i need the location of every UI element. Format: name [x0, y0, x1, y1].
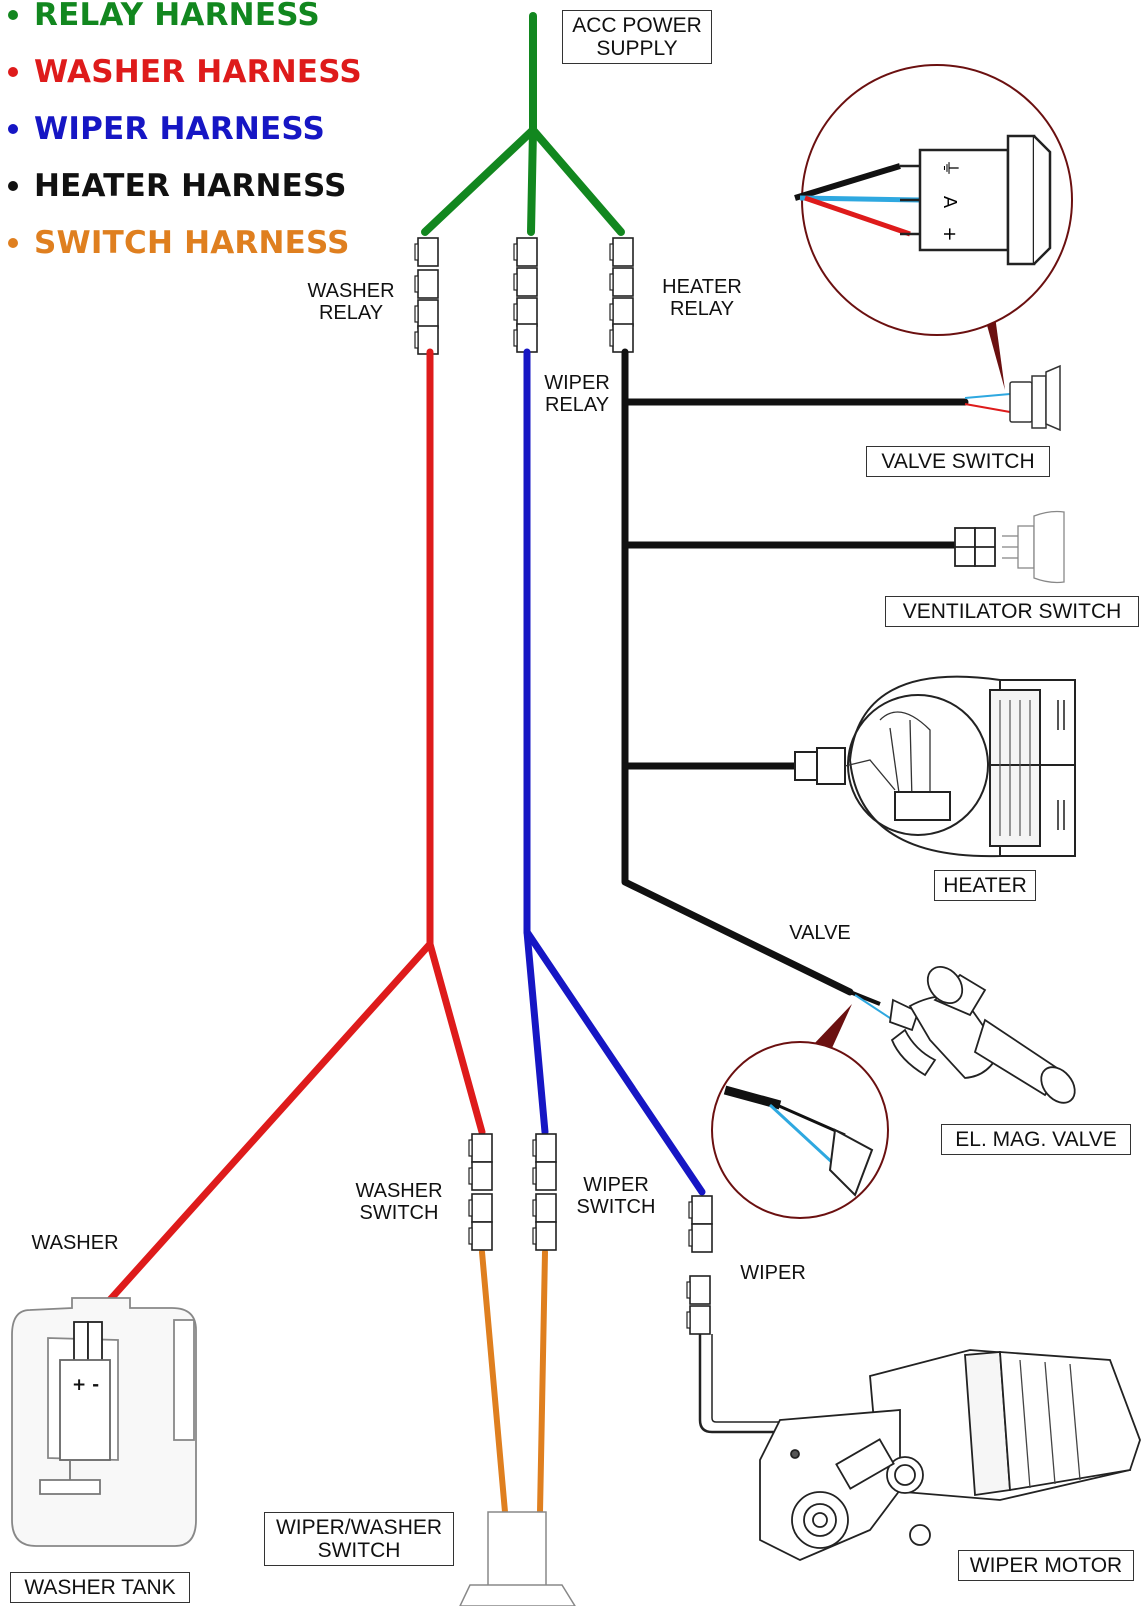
- rocker-switch-callout: ⏚ A +: [794, 64, 1073, 390]
- legend-item-heater-harness: HEATER HARNESS: [6, 157, 362, 214]
- washer-label: WASHER: [31, 1232, 119, 1254]
- wiper-relay-label: WIPER RELAY: [544, 372, 610, 416]
- bullet-icon: [8, 180, 18, 191]
- valve-wire-callout: [711, 1004, 889, 1219]
- legend-item-relay-harness: RELAY HARNESS: [6, 0, 362, 43]
- switch-harness-wires: [479, 1249, 548, 1515]
- legend-item-switch-harness: SWITCH HARNESS: [6, 214, 362, 271]
- wiper-washer-switch-label: WIPER/WASHER SWITCH: [264, 1512, 454, 1566]
- heater-icon: [794, 675, 1076, 858]
- heater-relay-connector: [609, 237, 634, 353]
- wiper-switch-connector: [532, 1133, 557, 1251]
- heater-label: HEATER: [934, 870, 1036, 901]
- ventilator-switch-label: VENTILATOR SWITCH: [885, 596, 1139, 627]
- washer-relay-connector: [414, 237, 439, 355]
- wiper-connector: [686, 1195, 713, 1335]
- wiper-washer-switch-icon: [459, 1511, 576, 1606]
- washer-tank-icon: + -: [11, 1297, 197, 1547]
- legend-item-washer-harness: WASHER HARNESS: [6, 43, 362, 100]
- legend-label: HEATER HARNESS: [34, 167, 347, 204]
- relay-harness-wires: [421, 12, 625, 236]
- valve-switch-label: VALVE SWITCH: [866, 446, 1050, 477]
- legend-label: WIPER HARNESS: [34, 110, 326, 147]
- wiper-motor-label: WIPER MOTOR: [958, 1550, 1134, 1581]
- washer-switch-label: WASHER SWITCH: [355, 1180, 443, 1224]
- legend-item-wiper-harness: WIPER HARNESS: [6, 100, 362, 157]
- valve-label: VALVE: [789, 922, 851, 944]
- rocker-symbol-a: A: [939, 196, 960, 209]
- valve-switch-icon: [964, 364, 1061, 432]
- rocker-symbol-plus: +: [939, 226, 960, 241]
- bullet-icon: [8, 123, 18, 134]
- electromagnetic-valve-icon: [849, 965, 1076, 1104]
- heater-relay-label: HEATER RELAY: [662, 276, 742, 320]
- wiper-relay-connector: [513, 237, 538, 353]
- legend-label: WASHER HARNESS: [34, 53, 362, 90]
- el-mag-valve-label: EL. MAG. VALVE: [941, 1124, 1131, 1155]
- heater-harness-wires: [621, 348, 969, 996]
- legend-label: SWITCH HARNESS: [34, 224, 350, 261]
- wiper-label: WIPER: [740, 1262, 806, 1284]
- washer-relay-label: WASHER RELAY: [307, 280, 395, 324]
- washer-harness-wires: [86, 348, 486, 1326]
- acc-power-supply-label: ACC POWER SUPPLY: [562, 10, 712, 64]
- tank-polarity-label: + -: [72, 1375, 99, 1395]
- wiper-motor-icon: [698, 1334, 1141, 1561]
- washer-tank-label: WASHER TANK: [10, 1572, 190, 1603]
- bullet-icon: [8, 9, 18, 20]
- wiper-switch-label: WIPER SWITCH: [576, 1174, 656, 1218]
- legend-label: RELAY HARNESS: [34, 0, 320, 33]
- washer-switch-connector: [468, 1133, 493, 1251]
- rocker-symbol-ground: ⏚: [939, 159, 960, 177]
- ventilator-switch-icon: [954, 510, 1065, 584]
- legend: RELAY HARNESS WASHER HARNESS WIPER HARNE…: [6, 0, 362, 271]
- bullet-icon: [8, 237, 18, 248]
- wiper-harness-wires: [523, 348, 706, 1196]
- bullet-icon: [8, 66, 18, 77]
